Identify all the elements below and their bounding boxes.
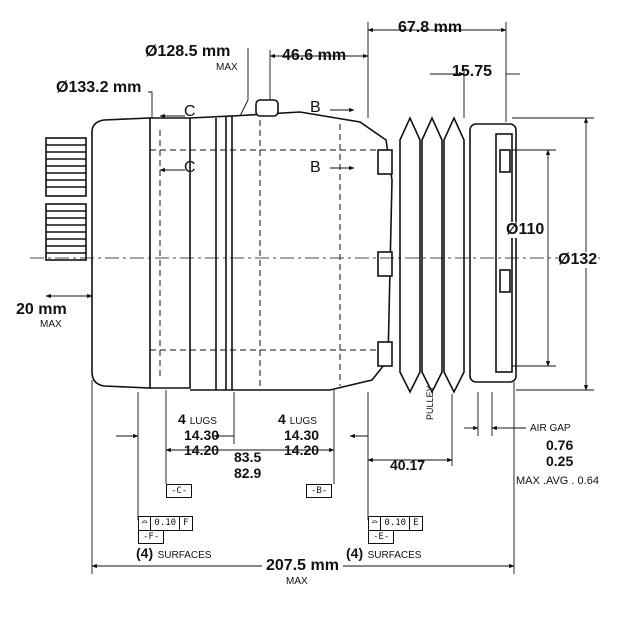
dim-length-83-lower: 82.9 [234,465,262,481]
tolerance-frame-left: ⌓ 0.10 F [138,516,193,531]
lug-count-right: 4 LUGS [278,412,317,427]
datum-f: -F- [138,530,165,544]
section-mark-b-bottom: B [310,159,321,176]
lug-count-left-num: 4 [178,411,186,427]
tolerance-right-value: 0.10 [381,517,411,530]
lug-word-right: LUGS [289,416,317,427]
compressor-body [189,115,233,391]
lug-upper-left: 14.30 [184,427,220,443]
dim-length-40: 40.17 [390,457,426,473]
datum-c: -C- [166,484,193,498]
dim-diameter-110: Ø110 [506,221,545,238]
dim-length-67: 67.8 mm [398,19,463,36]
service-valve [255,99,279,117]
lug-bolts [377,149,393,367]
flatness-icon: ⌓ [139,517,152,530]
tolerance-frame-right: ⌓ 0.10 E [368,516,423,531]
datum-b: -B- [306,484,333,498]
lug-lower-left: 14.20 [184,442,220,458]
datum-e: -E- [368,530,395,544]
dim-overall-note: MAX [286,576,308,587]
suction-fitting [45,137,87,197]
lug-word-left: LUGS [189,416,217,427]
dim-diameter-132: Ø132 [558,251,598,268]
surfaces-right-word: SURFACES [367,550,422,561]
airgap-max: 0.76 [546,437,574,453]
rear-head [91,117,151,389]
dim-length-46: 46.6 mm [282,47,347,64]
surfaces-left-count: (4) [136,545,154,561]
pulley-label: PULLEY [425,385,435,420]
surfaces-left-word: SURFACES [157,550,212,561]
section-mark-b-top: B [310,99,321,116]
dim-length-15: 15.75 [452,63,493,80]
tolerance-left-value: 0.10 [151,517,181,530]
dim-length-20-note: MAX [40,319,62,330]
section-mark-c-top: C [184,103,196,120]
lug-lower-right: 14.20 [284,442,320,458]
lug-upper-right: 14.30 [284,427,320,443]
dim-diameter-133: Ø133.2 mm [56,79,142,96]
discharge-fitting [45,203,87,261]
airgap-min: 0.25 [546,453,574,469]
surfaces-right: (4) SURFACES [346,546,421,562]
airgap-average: MAX .AVG . 0.64 [516,475,599,487]
tolerance-right-datum: E [413,518,419,528]
surfaces-left: (4) SURFACES [136,546,211,562]
section-mark-c-bottom: C [184,159,196,176]
lug-count-right-num: 4 [278,411,286,427]
dim-diameter-128-note: MAX [216,62,238,73]
lug-count-left: 4 LUGS [178,412,217,427]
airgap-title: AIR GAP [530,423,571,434]
dim-length-20: 20 mm [16,301,67,318]
dim-length-83-upper: 83.5 [234,449,262,465]
dim-diameter-128: Ø128.5 mm [145,43,231,60]
surfaces-right-count: (4) [346,545,364,561]
flatness-icon: ⌓ [369,517,382,530]
pulley [399,116,465,394]
tolerance-left-datum: F [183,518,189,528]
dim-overall-length: 207.5 mm [262,558,343,574]
